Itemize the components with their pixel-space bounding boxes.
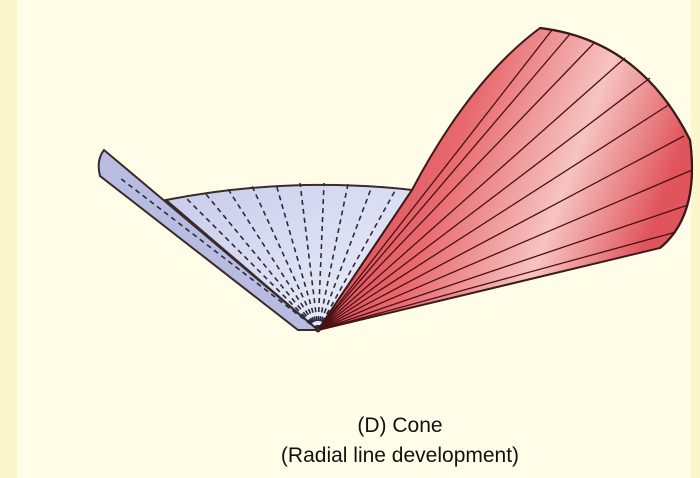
radial-line xyxy=(204,192,319,331)
development-fan xyxy=(163,183,414,332)
radial-line xyxy=(317,183,349,331)
radial-line xyxy=(119,177,319,331)
radial-line xyxy=(317,185,373,331)
element-line xyxy=(317,77,651,331)
apex-point xyxy=(315,327,321,333)
element-line xyxy=(317,204,689,331)
figure-caption-subtitle: (Radial line development) xyxy=(280,444,520,467)
element-line xyxy=(317,169,693,331)
element-line xyxy=(317,33,571,331)
radial-line xyxy=(275,183,319,331)
radial-fold-lines xyxy=(119,177,397,331)
cone-element-lines xyxy=(317,29,693,331)
cone-base-rim xyxy=(539,26,694,249)
element-line xyxy=(317,103,671,331)
development-flap xyxy=(97,148,321,331)
cone-body xyxy=(315,26,693,332)
cone-development-illustration xyxy=(97,26,694,333)
radial-line xyxy=(299,182,319,331)
right-margin-strip xyxy=(691,0,700,478)
element-line xyxy=(317,57,626,331)
element-line xyxy=(317,41,596,331)
radial-line xyxy=(184,196,319,331)
element-line xyxy=(317,135,685,331)
element-line xyxy=(317,29,553,331)
flat-development-pattern xyxy=(97,148,414,332)
cone-solid xyxy=(315,26,694,332)
left-margin-strip xyxy=(0,0,17,478)
radial-line xyxy=(227,188,319,331)
figure-caption-title: (D) Cone xyxy=(357,414,443,437)
element-line xyxy=(317,231,677,331)
radial-line xyxy=(317,182,325,331)
